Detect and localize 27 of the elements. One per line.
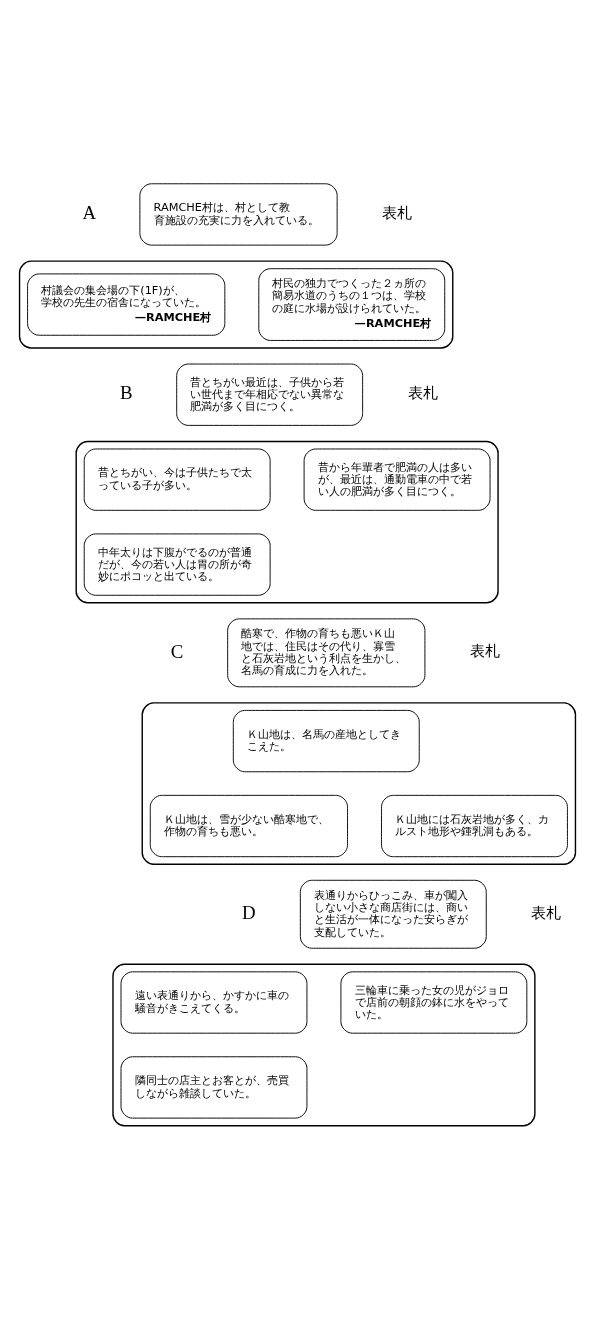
- node-box: 村民の独力でつくった２ヵ所の簡易水道のうちの１つは、学校の庭に水場が設けられていた。 —RAMCHE村: [258, 268, 446, 341]
- label: B: [119, 382, 133, 404]
- label: D: [242, 901, 256, 923]
- node-label: 表札: [407, 384, 438, 403]
- node-label: 表札: [469, 642, 500, 661]
- node-box: Ｋ山地には石灰岩地が多く、カルスト地形や鍾乳洞もある。: [381, 794, 568, 858]
- node-box: 三輪車に乗った女の児がジョロで店前の朝顔の鉢に水をやっていた。: [340, 971, 528, 1034]
- cluster: [18, 260, 454, 349]
- node-box: Ｋ山地は、雪が少ない酷寒地で、作物の育ちも悪い。: [149, 794, 348, 858]
- cluster: [141, 702, 577, 865]
- node-box: 昔とちがい最近は、子供から若い世代まで年相応でない異常な肥満が多く目につく。: [176, 363, 364, 426]
- node-box: 表通りからひっこみ、車が闖入しない小さな商店街には、商いと生活が一体になった安らぎが支配していた。: [299, 879, 487, 949]
- node-label: 表札: [531, 903, 562, 922]
- node-box: 中年太りは下腹がでるのが普通だが、今の若い人は胃の所が奇妙にポコッと出ている。: [83, 533, 271, 596]
- cluster: [75, 440, 499, 604]
- cluster: [112, 963, 536, 1127]
- label: A: [82, 202, 97, 224]
- node-box: 昔から年輩者で肥満の人は多いが、最近は、通勤電車の中で若い人の肥満が多く目につく。: [303, 448, 491, 511]
- node-box: 遠い表通りから、かすかに車の騒音がきこえてくる。: [120, 971, 308, 1034]
- node-box: 村議会の集会場の下(1F)が、学校の先生の宿舎になっていた。 —RAMCHE村: [27, 273, 226, 336]
- node-box: 昔とちがい、今は子供たちで太っている子が多い。: [83, 448, 271, 511]
- node-box: 酷寒で、作物の育ちも悪いＫ山地では、住民はその代り、寡雪と石灰岩地という利点を生かし、名馬の育成に力を入れた。: [227, 618, 426, 688]
- node-label: 表札: [382, 204, 413, 223]
- node-box: Ｋ山地は、名馬の産地としてきこえた。: [232, 709, 420, 773]
- label: C: [170, 640, 184, 662]
- node-box: RAMCHE村は、村として教育施設の充実に力を入れている。: [139, 183, 338, 246]
- node-box: 隣同士の店主とお客とが、売買しながら雑談していた。: [120, 1056, 308, 1119]
